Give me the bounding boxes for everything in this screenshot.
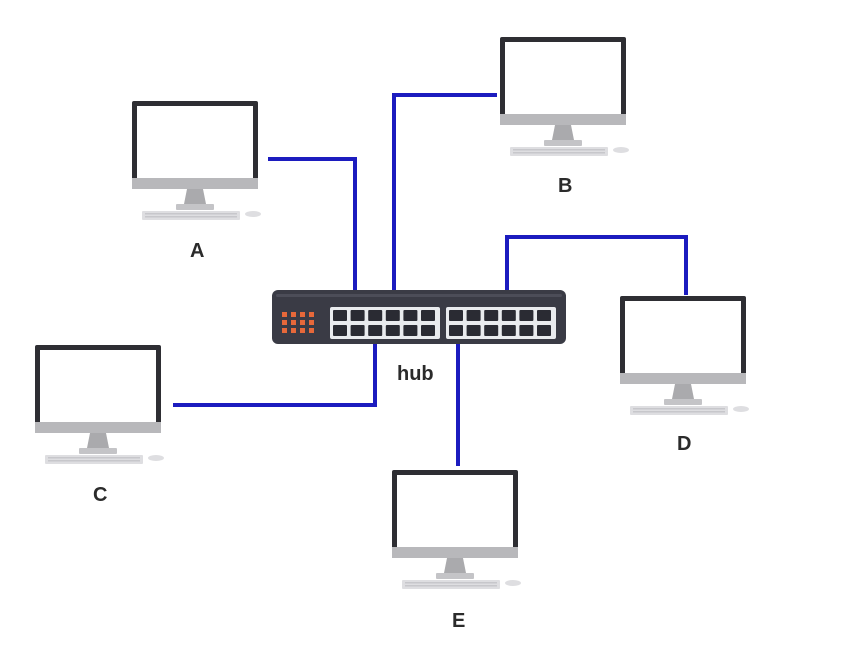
hub-port (537, 310, 551, 321)
hub-port (421, 310, 435, 321)
hub-port (333, 325, 347, 336)
hub-port (519, 310, 534, 321)
hub-led (291, 320, 296, 325)
hub-led-panel (282, 312, 314, 333)
hub-device (272, 290, 566, 344)
hub-port (403, 325, 418, 336)
computer-b-icon (500, 37, 629, 156)
hub-port (368, 310, 383, 321)
computer-c-icon (35, 345, 164, 464)
hub-port (368, 325, 383, 336)
computer-d-icon (620, 296, 749, 415)
computer-d-label: D (677, 433, 692, 455)
hub-led (291, 328, 296, 333)
hub-port (333, 310, 347, 321)
hub-led (309, 312, 314, 317)
computer-c-label: C (93, 484, 108, 506)
computer-a-icon (132, 101, 261, 220)
hub-port (385, 325, 400, 336)
hub-ports (333, 310, 551, 336)
hub-label: hub (397, 363, 434, 385)
hub-led (309, 320, 314, 325)
cables (173, 93, 688, 466)
hub-led (291, 312, 296, 317)
hub-led (282, 328, 287, 333)
hub-port (484, 325, 499, 336)
hub-port (421, 325, 435, 336)
cable-b (392, 93, 497, 292)
hub-port (501, 325, 516, 336)
hub-port (350, 325, 365, 336)
computer-e-icon (392, 470, 521, 589)
computer-e-label: E (452, 610, 466, 632)
hub-port (519, 325, 534, 336)
hub-port (403, 310, 418, 321)
hub-port (466, 310, 481, 321)
cable-d (505, 235, 688, 295)
hub-led (300, 312, 305, 317)
hub-led (282, 312, 287, 317)
hub-port (501, 310, 516, 321)
hub-port (449, 310, 463, 321)
computer-b-label: B (558, 175, 573, 197)
hub-port (385, 310, 400, 321)
hub-led (282, 320, 287, 325)
hub-led (300, 328, 305, 333)
hub-led (300, 320, 305, 325)
hub-led (309, 328, 314, 333)
hub-port (449, 325, 463, 336)
computer-a-label: A (190, 240, 205, 262)
cable-c (173, 340, 377, 407)
hub-port (350, 310, 365, 321)
hub-port (537, 325, 551, 336)
cable-a (268, 157, 357, 292)
hub-port (484, 310, 499, 321)
hub-port (466, 325, 481, 336)
